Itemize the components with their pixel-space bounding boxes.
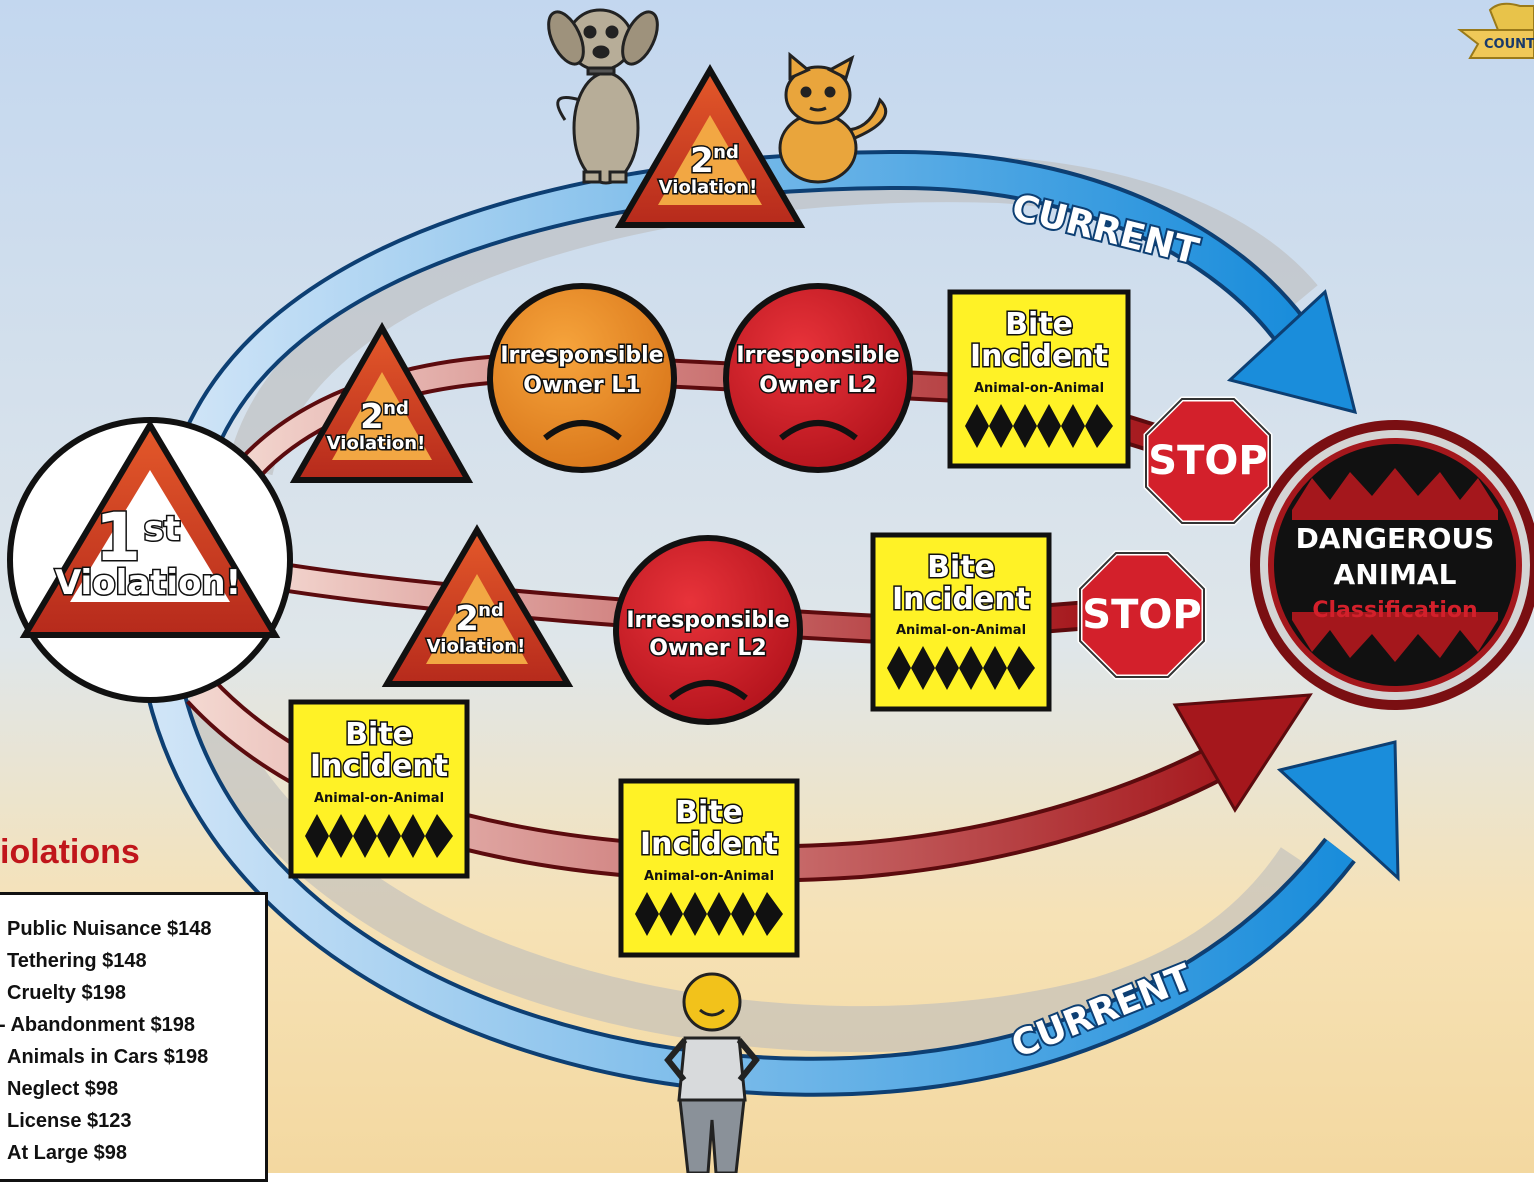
cat-icon <box>778 51 888 184</box>
first-violation-ordinal: 1 <box>95 499 141 576</box>
bite-subtitle: Animal-on-Animal <box>896 623 1026 638</box>
teeth-icon <box>965 404 1113 448</box>
irresponsible-owner-l2-middle: Irresponsible Owner L2 <box>613 535 803 725</box>
animal-label: ANIMAL <box>1334 558 1457 591</box>
dangerous-animal-badge: DANGEROUS ANIMAL Classification <box>1250 420 1534 710</box>
fine-item: License $123 <box>7 1110 132 1132</box>
stop-label: STOP <box>1148 438 1267 484</box>
fine-item: Animals in Cars $198 <box>7 1046 209 1068</box>
teeth-icon <box>1292 612 1498 662</box>
fine-item: Neglect $98 <box>7 1078 119 1100</box>
second-violation-suffix: nd <box>478 600 504 621</box>
bite-title: Incident <box>892 582 1030 617</box>
second-violation-ordinal: 2 <box>455 599 479 639</box>
bite-incident-sign-2: Bite Incident Animal-on-Animal <box>870 532 1052 712</box>
stop-sign-upper: STOP <box>1143 396 1273 526</box>
second-violation-label: Violation! <box>427 636 526 657</box>
dangerous-label: DANGEROUS <box>1296 522 1495 555</box>
bite-title: Bite <box>675 795 743 830</box>
classification-label: Classification <box>1312 598 1477 623</box>
fines-heading: iolations <box>0 833 140 871</box>
teeth-icon <box>1292 468 1498 520</box>
fine-item: At Large $98 <box>7 1142 128 1164</box>
first-violation-badge: 1 st Violation! <box>7 417 293 703</box>
teeth-icon <box>635 892 783 936</box>
second-violation-ordinal: 2 <box>690 141 714 181</box>
teeth-icon <box>305 814 453 858</box>
fine-item: - Abandonment $198 <box>0 1014 195 1036</box>
fines-list: Public Nuisance $148 Tethering $148 Crue… <box>0 895 265 1169</box>
county-logo-text: COUNTY <box>1484 37 1534 52</box>
second-violation-sign-upper: 2 nd Violation! <box>289 321 474 483</box>
second-violation-suffix: nd <box>713 142 739 163</box>
bite-incident-sign-1: Bite Incident Animal-on-Animal <box>947 289 1131 469</box>
frown-icon <box>779 420 858 441</box>
teeth-icon <box>887 646 1035 690</box>
bite-incident-sign-4: Bite Incident Animal-on-Animal <box>618 778 800 958</box>
first-violation-suffix: st <box>144 509 181 549</box>
bite-incident-sign-3: Bite Incident Animal-on-Animal <box>288 699 470 879</box>
stop-label: STOP <box>1082 592 1201 638</box>
bite-title: Incident <box>310 749 448 784</box>
second-violation-suffix: nd <box>383 398 409 419</box>
owner-label: Irresponsible <box>626 608 789 633</box>
frown-icon <box>543 420 622 441</box>
irresponsible-owner-l2-upper: Irresponsible Owner L2 <box>723 283 913 473</box>
owner-label: Irresponsible <box>500 343 663 368</box>
bite-title: Incident <box>640 827 778 862</box>
owner-level: Owner L2 <box>649 636 766 661</box>
first-violation-label: Violation! <box>55 563 241 603</box>
fine-item: Cruelty $198 <box>7 982 126 1004</box>
irresponsible-owner-l1: Irresponsible Owner L1 <box>487 283 677 473</box>
person-icon <box>664 972 760 1173</box>
bite-title: Bite <box>927 550 995 585</box>
stop-sign-middle: STOP <box>1077 550 1207 680</box>
bite-subtitle: Animal-on-Animal <box>314 791 444 806</box>
fine-item: Tethering $148 <box>7 950 147 972</box>
second-violation-sign-middle: 2 nd Violation! <box>381 524 574 687</box>
bite-title: Bite <box>345 717 413 752</box>
owner-label: Irresponsible <box>736 343 899 368</box>
bite-title: Bite <box>1005 307 1073 342</box>
county-seal-icon: COUNTY <box>1457 2 1534 59</box>
owner-level: Owner L1 <box>523 373 640 398</box>
second-violation-ordinal: 2 <box>360 397 384 437</box>
second-violation-sign-top: 2 nd Violation! <box>614 64 806 228</box>
dog-icon <box>547 8 659 185</box>
current-arrow-bottom <box>145 685 1400 1097</box>
bite-subtitle: Animal-on-Animal <box>644 869 774 884</box>
bite-subtitle: Animal-on-Animal <box>974 381 1104 396</box>
owner-level: Owner L2 <box>759 373 876 398</box>
bite-title: Incident <box>970 339 1108 374</box>
second-violation-label: Violation! <box>327 433 426 454</box>
fines-list-box: Public Nuisance $148 Tethering $148 Crue… <box>0 892 268 1182</box>
frown-icon <box>669 680 748 701</box>
fine-item: Public Nuisance $148 <box>7 918 212 940</box>
second-violation-label: Violation! <box>659 177 758 198</box>
